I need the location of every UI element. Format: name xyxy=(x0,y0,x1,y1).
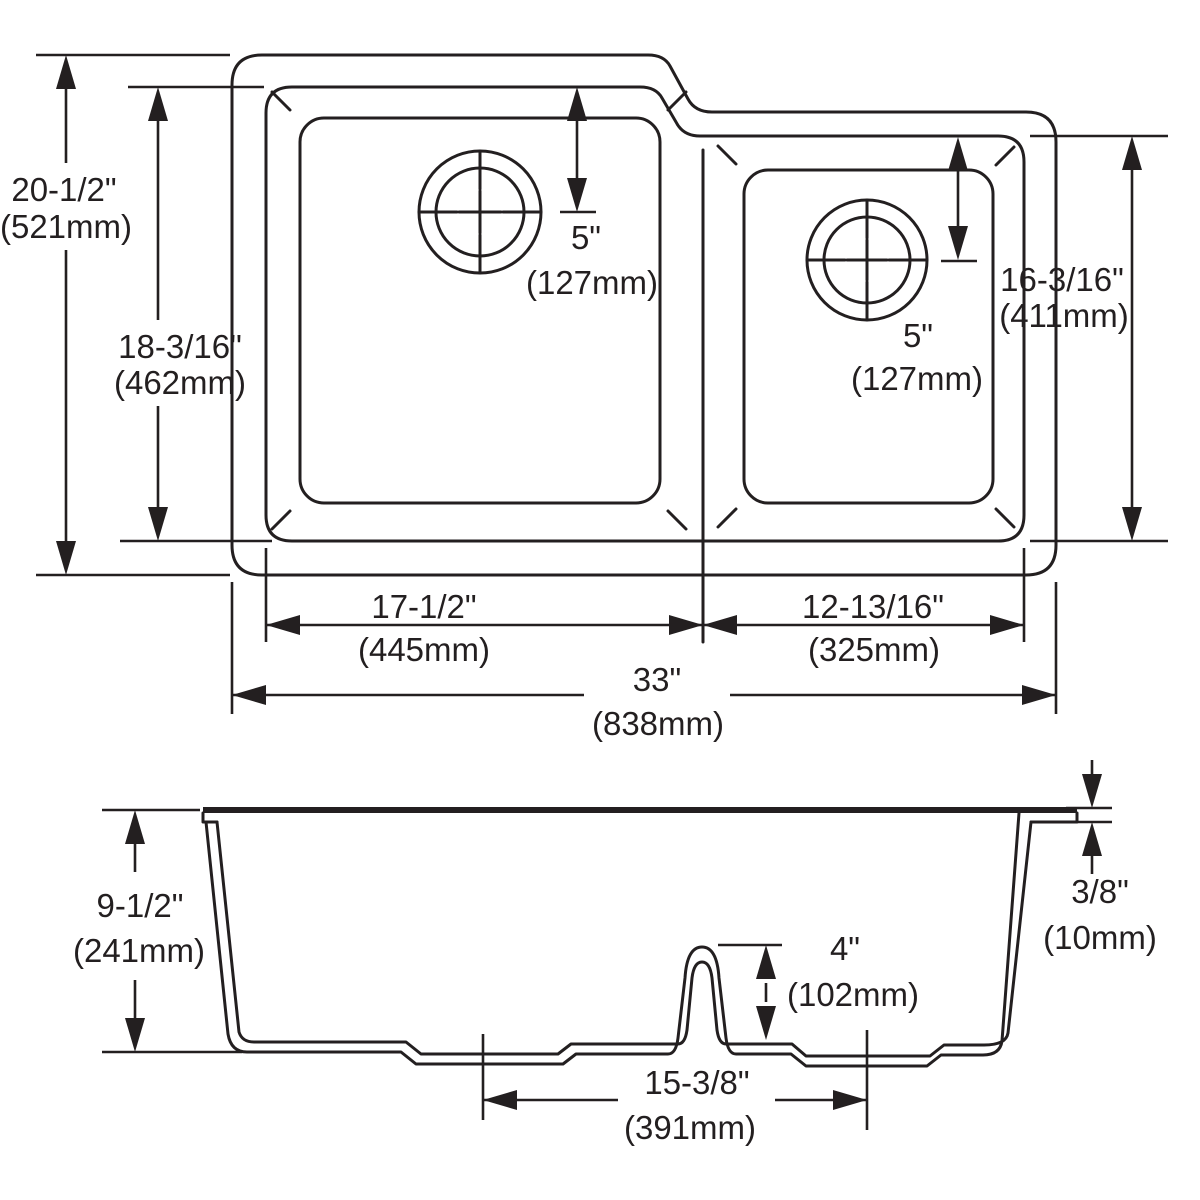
deck-left-lip xyxy=(201,811,219,824)
dim-overall-height-in: 20-1/2" xyxy=(11,171,116,208)
body-outer-surface xyxy=(204,811,1021,1068)
body-inner-surface xyxy=(215,820,1033,1058)
dim-right-bowl-width-in: 12-13/16" xyxy=(802,588,944,625)
dim-overall-height-mm: (521mm) xyxy=(0,208,132,245)
dim-drain-left-in: 5" xyxy=(571,219,601,256)
dim-right-bowl-width-mm: (325mm) xyxy=(808,631,940,668)
dim-drain-spacing-mm: (391mm) xyxy=(624,1109,756,1146)
dim-depth-mm: (241mm) xyxy=(73,932,205,969)
dim-drain-spacing: 15-3/8" (391mm) xyxy=(481,1030,869,1146)
drain-right xyxy=(805,198,929,322)
section-view: 9-1/2" (241mm) 3/8" (10mm) 4" (102mm) 15… xyxy=(73,760,1157,1146)
dim-rim-reveal: 3/8" (10mm) xyxy=(1043,760,1157,956)
dim-left-bowl-width-in: 17-1/2" xyxy=(371,588,476,625)
dim-right-bowl-height-mm: (411mm) xyxy=(999,297,1129,334)
dim-right-bowl-height-in: 16-3/16" xyxy=(1000,261,1124,298)
dim-drain-right: 5" (127mm) xyxy=(851,137,983,397)
dim-drain-left: 5" (127mm) xyxy=(526,87,658,301)
dim-drain-right-in: 5" xyxy=(903,317,933,354)
deck-right-lip xyxy=(1029,811,1079,824)
drain-left xyxy=(417,149,543,275)
outer-edge-outline xyxy=(230,53,1058,577)
left-bowl xyxy=(298,116,662,505)
dim-divider-height-in: 4" xyxy=(830,930,860,967)
dim-drain-right-mm: (127mm) xyxy=(851,360,983,397)
dim-rim-reveal-mm: (10mm) xyxy=(1043,919,1157,956)
dim-left-bowl-width-mm: (445mm) xyxy=(358,631,490,668)
dim-right-bowl-width: 12-13/16" (325mm) xyxy=(703,548,1026,668)
dim-drain-left-mm: (127mm) xyxy=(526,264,658,301)
dim-rim-reveal-in: 3/8" xyxy=(1071,873,1129,910)
dim-overall-width: 33" (838mm) xyxy=(230,582,1058,742)
rim-outline xyxy=(264,85,1026,543)
dim-divider-height: 4" (102mm) xyxy=(718,930,919,1040)
dim-divider-height-mm: (102mm) xyxy=(787,976,919,1013)
dim-overall-width-mm: (838mm) xyxy=(592,705,724,742)
dim-right-bowl-height: 16-3/16" (411mm) xyxy=(999,134,1168,543)
dim-depth-in: 9-1/2" xyxy=(97,887,184,924)
deck-line xyxy=(203,807,1077,813)
corner-ticks xyxy=(270,90,1016,531)
dim-left-bowl-width: 17-1/2" (445mm) xyxy=(264,548,703,668)
dim-left-bowl-height-mm: (462mm) xyxy=(114,364,246,401)
dim-overall-height: 20-1/2" (521mm) xyxy=(0,53,230,577)
dim-drain-spacing-in: 15-3/8" xyxy=(644,1064,749,1101)
right-bowl xyxy=(742,168,995,505)
top-view: 20-1/2" (521mm) 18-3/16" (462mm) 16-3/16… xyxy=(0,53,1168,742)
dim-overall-width-in: 33" xyxy=(633,661,681,698)
dim-left-bowl-height: 18-3/16" (462mm) xyxy=(114,85,272,543)
dim-left-bowl-height-in: 18-3/16" xyxy=(118,328,242,365)
dim-depth: 9-1/2" (241mm) xyxy=(73,808,242,1054)
